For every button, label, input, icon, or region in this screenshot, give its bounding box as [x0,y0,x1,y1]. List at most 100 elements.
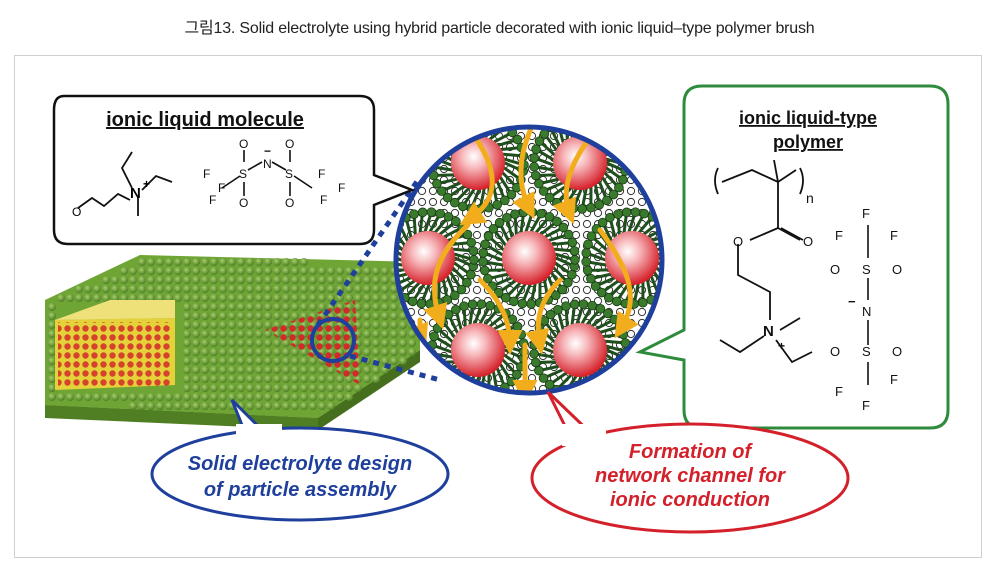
block-bead [165,276,173,284]
ion-ring [428,362,438,372]
brush-bead [531,144,541,155]
brush-chain [454,127,463,144]
block-bead [282,402,290,410]
block-bead [228,258,236,266]
block-bead [147,402,155,410]
ion-ring [615,127,625,130]
block-bead [138,402,146,410]
block-bead [363,348,371,356]
ion-ring [615,131,625,141]
brush-bead [639,208,649,219]
brush-bead [480,239,490,250]
block-bead [372,339,380,347]
ion-ring [659,208,662,218]
block-bead [399,348,407,356]
ion-ring [505,175,515,185]
brush-bead [595,303,606,314]
ion-ring [659,329,662,339]
block-bead [237,393,245,401]
brush-bead [462,229,473,240]
block-bead [246,294,254,302]
brush-bead [630,207,641,217]
brush-bead [579,113,588,122]
block-bead [255,303,263,311]
brush-bead [508,296,519,307]
block-bead [201,339,209,347]
brush-bead [563,229,574,240]
block-bead [291,375,299,383]
block-bead [237,321,245,329]
block-bead [255,375,263,383]
hybrid-particle [553,136,607,190]
ion-ring [659,153,662,163]
block-bead [129,276,137,284]
s-atom: S [285,167,293,181]
block-bead [300,258,308,266]
block-bead [219,375,227,383]
block-bead [165,402,173,410]
block-bead [291,276,299,284]
block-bead [300,393,308,401]
hybrid-particle [401,231,455,285]
block-bead [246,276,254,284]
polymer-ammonium-n: N [763,323,774,340]
ion-ring [637,127,647,130]
block-bead [309,303,317,311]
block-bead [111,393,119,401]
block-bead [363,375,371,383]
brush-bead [442,192,453,203]
block-bead [345,393,353,401]
s-atom: S [862,344,871,359]
block-bead [165,393,173,401]
block-bead [201,393,209,401]
f-atom: F [320,193,327,207]
ion-ring [417,186,427,196]
ion-ring [549,142,559,152]
ion-ring [626,373,636,383]
block-bead [183,303,191,311]
block-bead [318,267,326,275]
block-bead [138,258,146,266]
brush-bead [577,391,587,393]
block-bead [372,267,380,275]
brush-chain [575,127,585,138]
block-bead [219,321,227,329]
block-bead [282,276,290,284]
block-bead [219,312,227,320]
brush-bead [567,237,578,248]
ion-ring [396,164,405,174]
block-bead [264,375,272,383]
block-bead [48,375,56,383]
block-bead [192,357,200,365]
block-bead [291,402,299,410]
block-bead [282,303,290,311]
block-bead [300,276,308,284]
brush-bead [437,129,448,139]
block-bead [129,402,137,410]
ion-ring [538,197,548,207]
block-bead [381,294,389,302]
brush-bead [469,255,479,265]
block-bead [246,366,254,374]
block-bead [237,348,245,356]
block-bead [192,276,200,284]
block-bead [372,321,380,329]
o-atom: O [285,196,294,210]
block-bead [174,294,182,302]
brush-bead [596,287,607,298]
block-bead [228,294,236,302]
block-bead [282,258,290,266]
block-bead [399,357,407,365]
block-bead [318,375,326,383]
brush-chain [473,127,483,138]
brush-bead [530,170,541,181]
brush-bead [605,212,615,223]
brush-bead [479,265,490,276]
block-bead [210,330,218,338]
block-bead [156,402,164,410]
brush-bead [538,186,549,196]
ion-ring [659,384,662,393]
block-bead [111,276,119,284]
block-bead [219,402,227,410]
block-bead [219,276,227,284]
